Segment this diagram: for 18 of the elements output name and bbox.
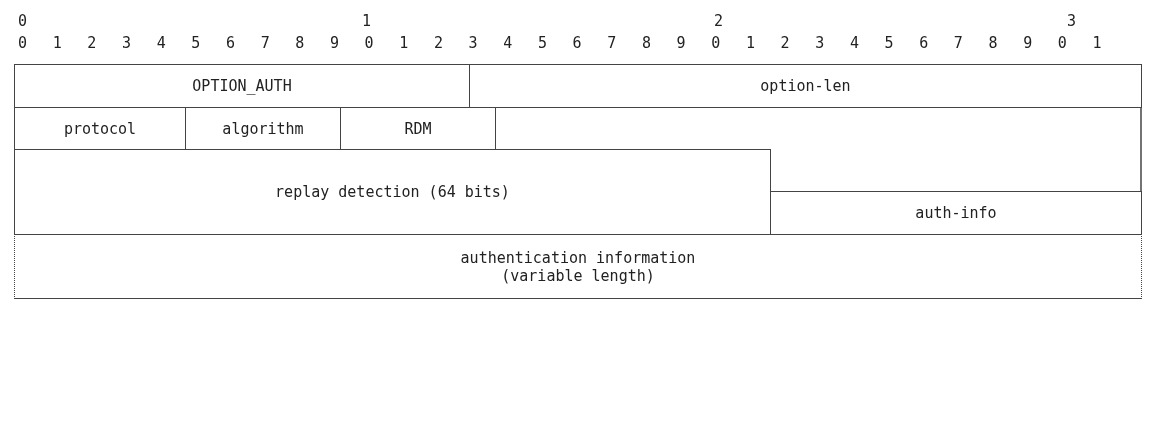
bit-offset-number: 1: [362, 12, 372, 30]
field-name: option-len: [760, 77, 851, 95]
packet-field: [14, 149, 771, 235]
variable-length-field: [14, 234, 1142, 299]
bit-offset-number: 3: [1067, 12, 1077, 30]
field-name: replay detection (64 bits): [275, 183, 510, 201]
bit-offset-number: 2: [714, 12, 724, 30]
packet-field: [770, 191, 1142, 235]
field-name: RDM: [404, 119, 432, 138]
packet-field: [469, 64, 1142, 108]
field-name: auth-info: [915, 204, 997, 222]
field-name: protocol: [63, 119, 137, 138]
bit-offset-number: 0: [18, 12, 28, 30]
bit-ruler: 0 1 2 3 4 5 6 7 8 9 0 1 2 3 4 5 6 7 8 9 0 1 2 3 4 5 6 7 8 9 0 1: [18, 34, 1110, 52]
field-name: algorithm: [222, 119, 304, 138]
packet-field: [14, 64, 470, 108]
field-name: authentication information (variable length): [459, 248, 697, 285]
field-name: OPTION_AUTH: [192, 77, 292, 95]
